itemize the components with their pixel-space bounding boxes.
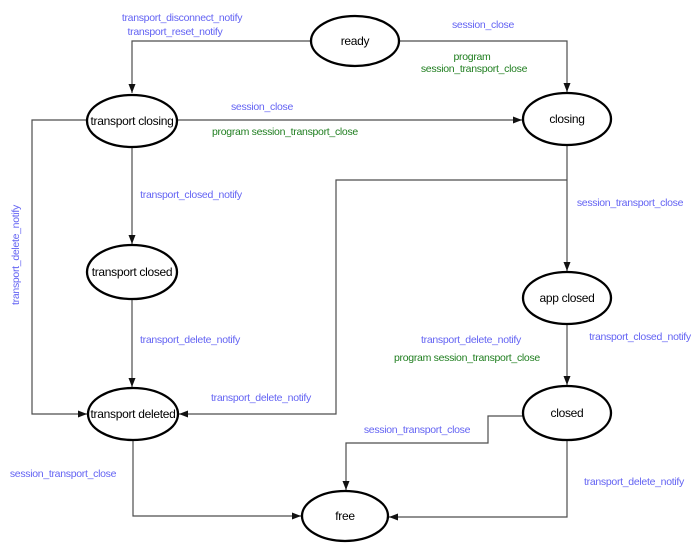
edge-label-session-transport-close: session_transport_close xyxy=(364,424,471,436)
node-app-closed-shape xyxy=(521,270,613,326)
edge-label-program-session-transport-close: program session_transport_close xyxy=(212,126,358,138)
node-transport-closing-shape xyxy=(85,93,179,149)
edge-label-session-close: session_close xyxy=(231,101,294,113)
edge-closed-to-free-session-transport-close xyxy=(342,415,524,490)
node-closed-shape xyxy=(521,384,613,442)
edge-closing-to-transport-deleted xyxy=(179,179,567,418)
edge-label-session-transport-close: session_transport_close xyxy=(577,197,684,209)
node-transport-deleted: transport deleted xyxy=(86,386,180,442)
node-transport-closed-label: transport closed xyxy=(92,265,173,279)
node-closed-label: closed xyxy=(551,406,584,420)
node-free: free xyxy=(300,489,390,543)
nodes: ready transport closing closing transpor… xyxy=(85,14,613,543)
edge-label-transport-closed-notify: transport_closed_notify xyxy=(589,331,692,343)
node-free-label: free xyxy=(335,509,355,523)
edge-label-program-session-transport-close: program session_transport_close xyxy=(394,352,540,364)
node-ready: ready xyxy=(309,14,401,68)
node-transport-closing: transport closing xyxy=(85,93,179,149)
edge-label-transport-delete-notify: transport_delete_notify xyxy=(140,334,241,346)
edge-labels: transport_disconnect_notify transport_re… xyxy=(10,12,692,488)
edge-label-transport-delete-notify: transport_delete_notify xyxy=(421,334,522,346)
node-closing-shape xyxy=(521,91,613,147)
node-ready-shape xyxy=(309,14,401,68)
node-transport-deleted-label: transport deleted xyxy=(91,407,176,421)
node-free-shape xyxy=(300,489,390,543)
edge-transport-closing-to-transport-deleted xyxy=(31,119,88,418)
edge-transport-deleted-to-free xyxy=(132,440,301,520)
edge-label-session-close: session_close xyxy=(452,19,515,31)
node-ready-label: ready xyxy=(341,34,370,48)
node-transport-closing-label: transport closing xyxy=(91,114,174,128)
node-closing: closing xyxy=(521,91,613,147)
edge-label-session-transport-close: session_transport_close xyxy=(10,468,117,480)
edge-label-transport-disconnect-notify: transport_disconnect_notify xyxy=(122,12,243,24)
edge-label-transport-reset-notify: transport_reset_notify xyxy=(128,26,224,38)
node-app-closed: app closed xyxy=(521,270,613,326)
node-closing-label: closing xyxy=(549,112,584,126)
edge-label-transport-closed-notify: transport_closed_notify xyxy=(140,189,243,201)
node-transport-deleted-shape xyxy=(86,386,180,442)
edge-label-program: program xyxy=(454,51,492,63)
edge-ready-to-transport-closing xyxy=(128,40,311,93)
edge-label-transport-delete-notify: transport_delete_notify xyxy=(584,476,685,488)
node-app-closed-label: app closed xyxy=(539,291,594,305)
edge-closed-to-free-transport-delete-notify xyxy=(389,440,568,521)
edges xyxy=(31,40,571,521)
node-transport-closed: transport closed xyxy=(85,243,179,301)
edge-ready-to-closing xyxy=(399,40,571,92)
edge-label-transport-delete-notify-vertical: transport_delete_notify xyxy=(10,204,22,305)
edge-label-session-transport-close: session_transport_close xyxy=(421,63,528,75)
edge-label-transport-delete-notify: transport_delete_notify xyxy=(211,392,312,404)
node-transport-closed-shape xyxy=(85,243,179,301)
node-closed: closed xyxy=(521,384,613,442)
